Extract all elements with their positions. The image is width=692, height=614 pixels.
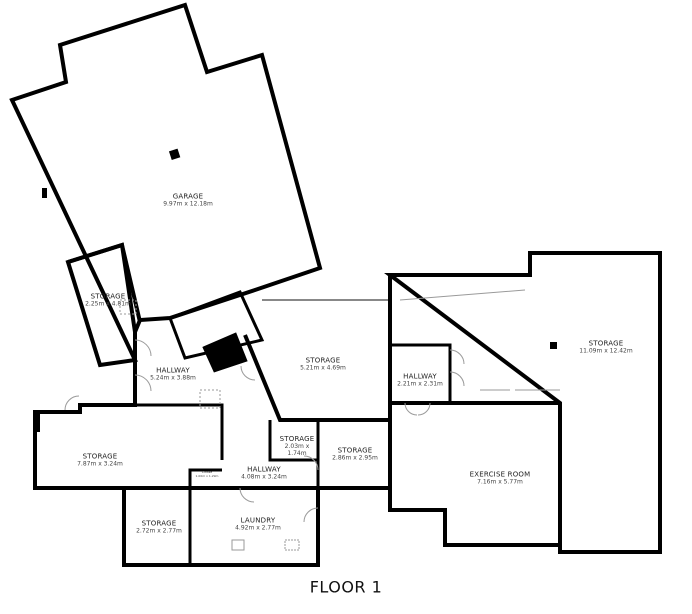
door-arc — [64, 395, 80, 411]
storage-787-walls — [135, 403, 224, 460]
room-garage: GARAGE 9.97m x 12.18m — [163, 193, 213, 208]
lower-rooms-walls — [122, 488, 320, 567]
room-dims: 2.25m x 4.81m — [85, 300, 131, 308]
garage-door — [399, 289, 560, 391]
room-closet: Closet 1.00m x 1.29m — [196, 470, 219, 478]
room-name: STORAGE — [82, 452, 118, 461]
room-name: EXERCISE ROOM — [469, 470, 531, 479]
door-arc — [303, 507, 319, 523]
room-name: STORAGE — [90, 292, 126, 301]
room-dims: 2.72m x 2.77m — [136, 527, 182, 535]
storage-203-walls — [268, 420, 320, 488]
sink-icon — [231, 539, 245, 551]
room-exercise: EXERCISE ROOM 7.16m x 5.77m — [470, 471, 531, 486]
room-storage-large: STORAGE 11.09m x 12.42m — [579, 340, 632, 355]
room-dims: 7.87m x 3.24m — [77, 460, 123, 468]
room-dims: 2.21m x 2.31m — [397, 380, 443, 388]
stairs-walls — [168, 290, 265, 360]
door-arc — [134, 374, 152, 392]
door-arc — [404, 402, 418, 416]
room-name: STORAGE — [279, 435, 315, 443]
door-arc — [303, 455, 319, 471]
room-hallway-main: HALLWAY 5.24m x 3.88m — [150, 367, 196, 382]
room-dims: 1.00m x 1.29m — [195, 474, 219, 478]
pillar-icon — [550, 342, 557, 349]
floor-title: FLOOR 1 — [309, 577, 383, 597]
stairs-dark — [202, 332, 248, 373]
room-name: Closet — [201, 470, 213, 474]
room-name: STORAGE — [337, 446, 373, 455]
door-arc — [240, 365, 256, 381]
room-dims: 11.09m x 12.42m — [579, 347, 633, 355]
room-dims: 4.92m x 2.77m — [235, 524, 281, 532]
room-hallway-right: HALLWAY 2.21m x 2.31m — [397, 373, 443, 388]
room-storage-small: STORAGE 2.03m x 1.74m — [277, 435, 317, 457]
exercise-room-walls — [388, 275, 560, 547]
room-storage-garage: STORAGE 2.25m x 4.81m — [85, 293, 131, 308]
door-arc — [134, 339, 152, 357]
diagonal-wall — [243, 334, 390, 422]
door-arc — [417, 402, 431, 416]
room-name: STORAGE — [305, 356, 341, 365]
room-name: GARAGE — [172, 192, 204, 201]
room-storage-south: STORAGE 2.72m x 2.77m — [136, 520, 182, 535]
room-storage-center: STORAGE 5.21m x 4.69m — [300, 357, 346, 372]
room-name: LAUNDRY — [240, 516, 276, 525]
door-arc — [449, 349, 465, 365]
appliance-icon — [284, 539, 300, 551]
room-dims: 2.03m x 1.74m — [284, 443, 310, 457]
skylight — [119, 299, 137, 315]
room-name: HALLWAY — [403, 372, 437, 381]
garage-walls — [9, 2, 323, 368]
room-name: STORAGE — [141, 519, 177, 528]
room-dims: 4.08m x 3.24m — [241, 473, 287, 481]
room-name: HALLWAY — [156, 366, 190, 375]
room-dims: 9.97m x 12.18m — [163, 200, 213, 208]
room-name: HALLWAY — [247, 465, 281, 474]
room-dims: 5.24m x 3.88m — [150, 374, 196, 382]
storage-big-walls — [384, 251, 662, 554]
room-laundry: LAUNDRY 4.92m x 2.77m — [235, 517, 281, 532]
door-arc — [449, 371, 465, 387]
pillar-icon — [168, 148, 181, 160]
room-dims: 5.21m x 4.69m — [300, 364, 346, 372]
door-arc — [239, 487, 255, 503]
room-dims: 7.16m x 5.77m — [477, 478, 523, 486]
room-hallway-lower: HALLWAY 4.08m x 3.24m — [241, 466, 287, 481]
room-dims: 2.86m x 2.95m — [332, 454, 378, 462]
room-storage-east: STORAGE 2.86m x 2.95m — [332, 447, 378, 462]
room-storage-west: STORAGE 7.87m x 3.24m — [77, 453, 123, 468]
skylight — [199, 389, 221, 409]
room-name: STORAGE — [588, 339, 624, 348]
storage-garage-walls — [67, 242, 142, 323]
